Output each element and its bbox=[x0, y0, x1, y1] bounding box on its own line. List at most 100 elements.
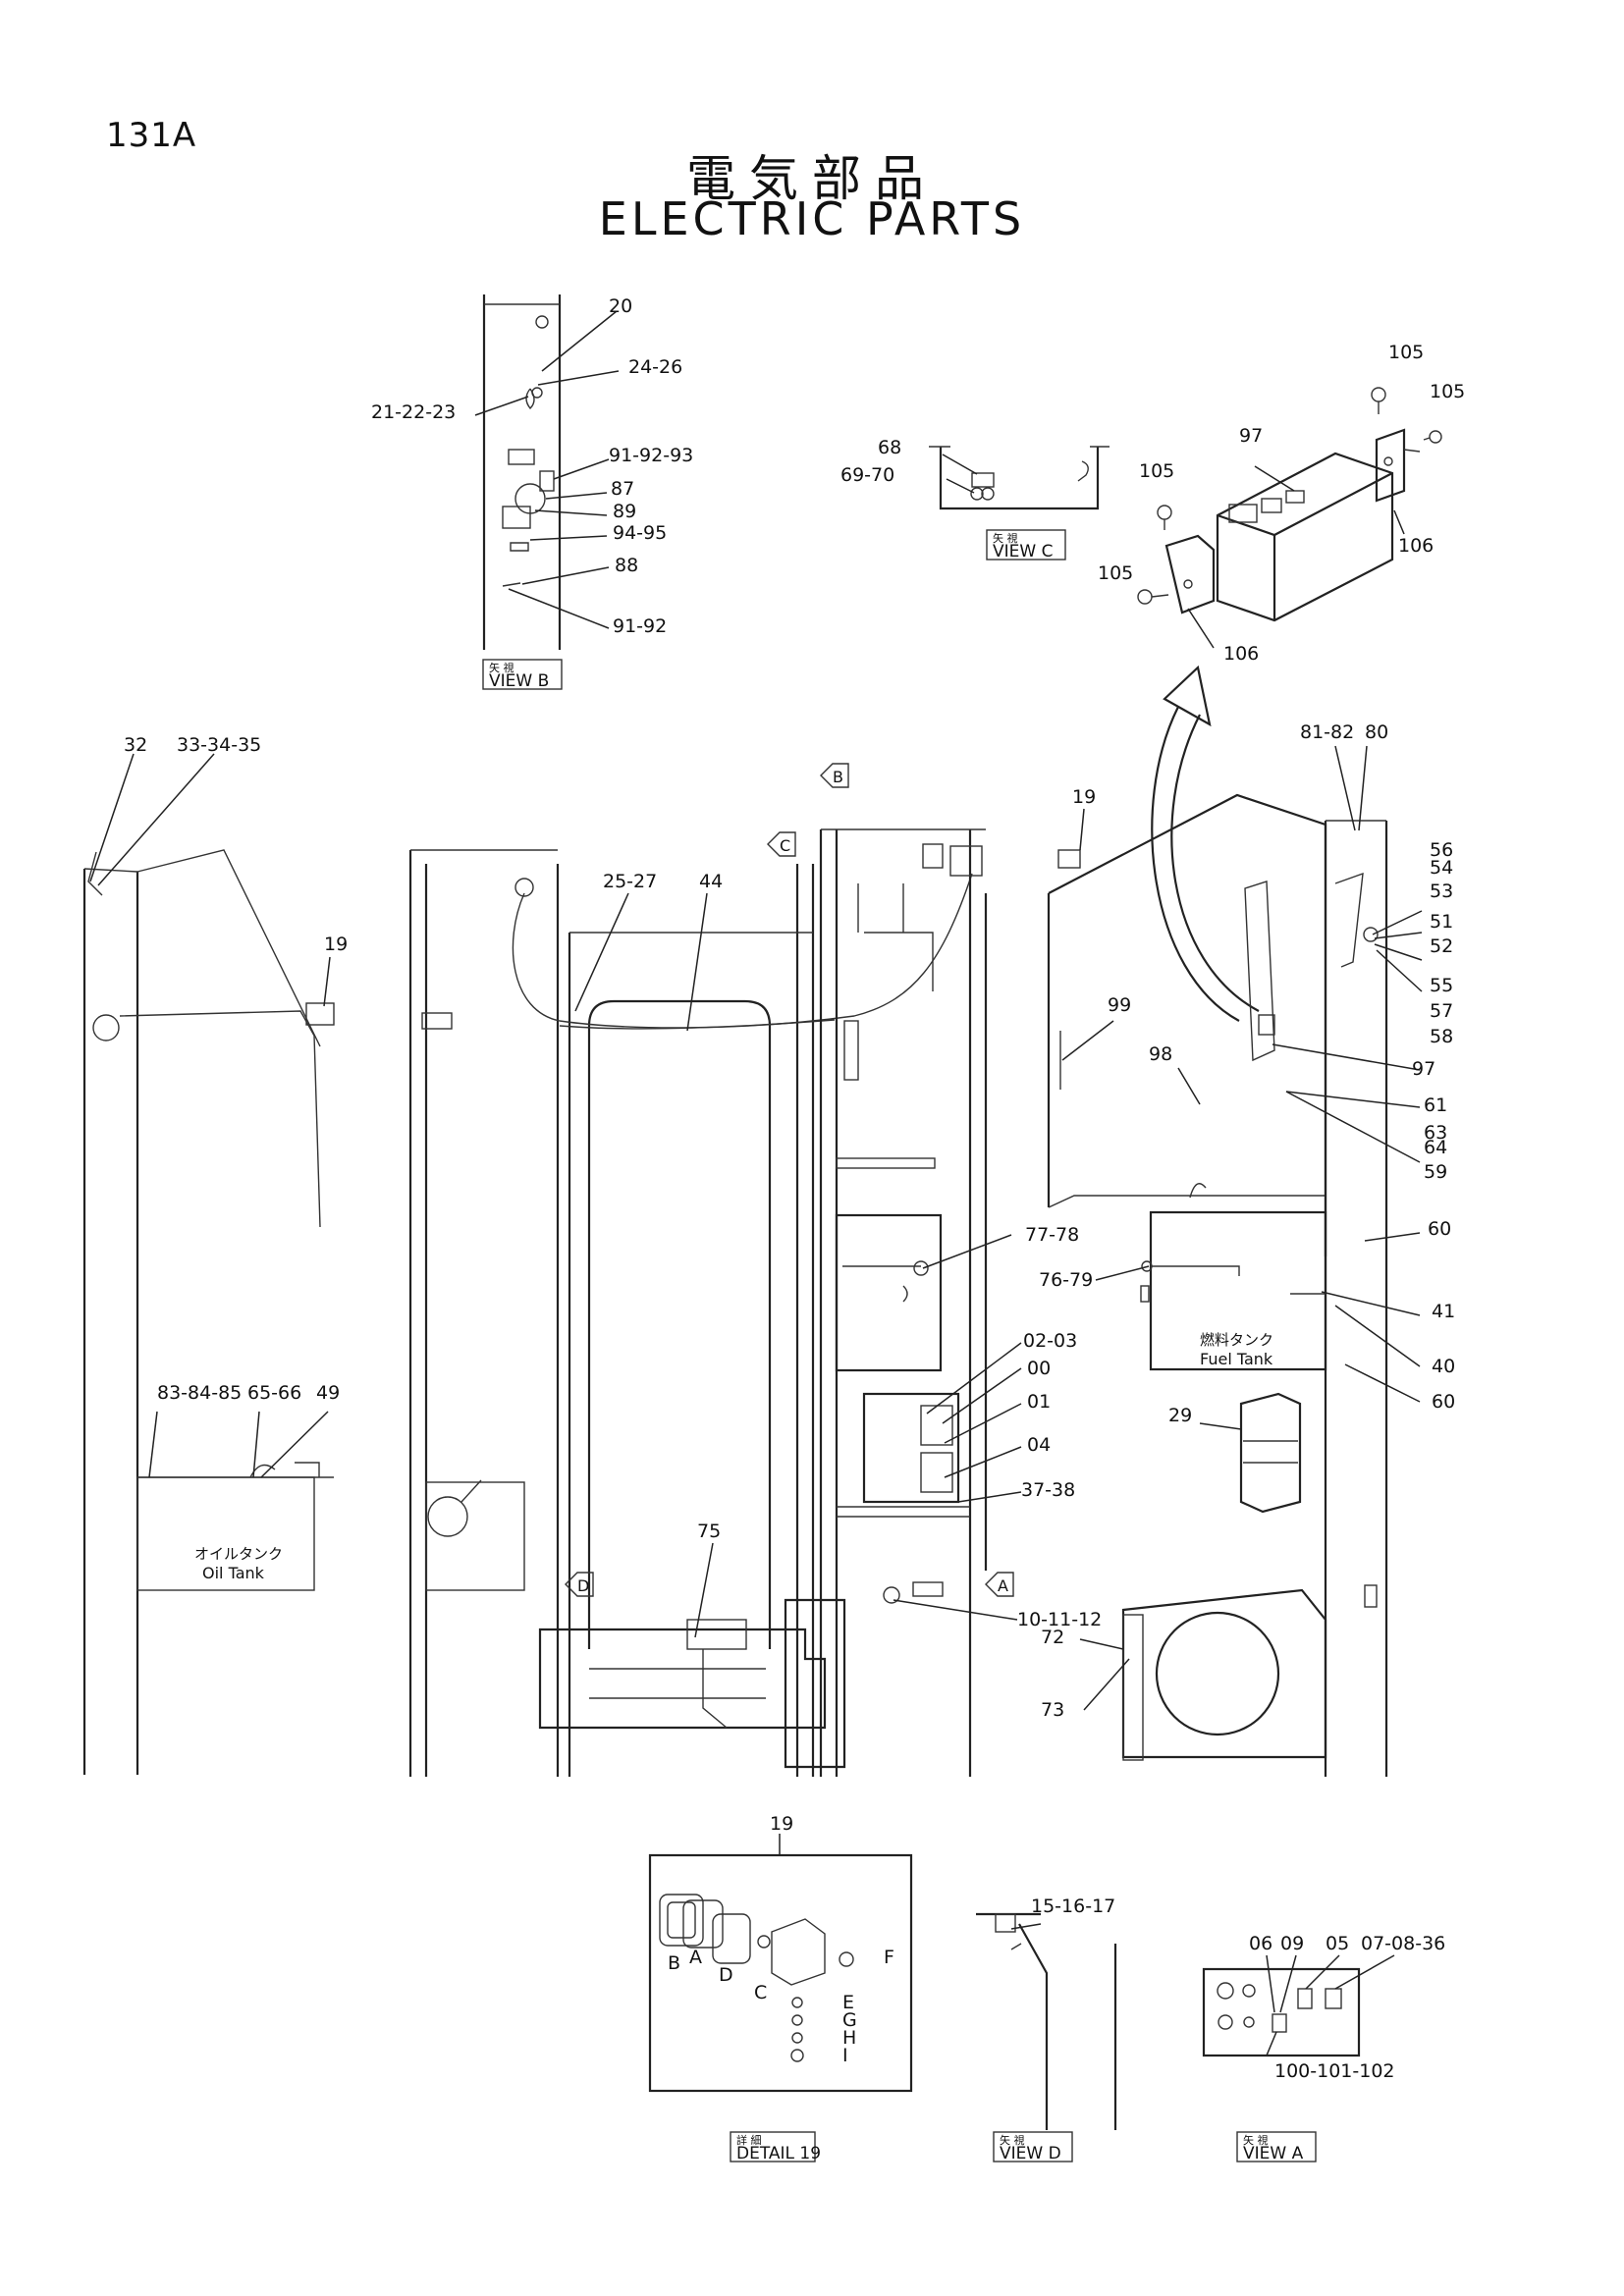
part-callout: 77-78 bbox=[1025, 1224, 1079, 1246]
title-japanese: 電気部品 bbox=[686, 150, 938, 207]
view-d-inset bbox=[976, 1912, 1117, 2130]
part-callout: 72 bbox=[1041, 1627, 1064, 1648]
part-callout: 64 bbox=[1424, 1137, 1447, 1158]
detail-19-letter: I bbox=[842, 2045, 848, 2066]
svg-text:VIEW B: VIEW B bbox=[489, 671, 549, 691]
svg-text:矢 視: 矢 視 bbox=[1243, 2133, 1269, 2147]
part-callout: 25-27 bbox=[603, 871, 657, 892]
part-callout: 56 bbox=[1430, 839, 1453, 861]
part-callout: 33-34-35 bbox=[177, 734, 261, 756]
part-callout: 37-38 bbox=[1021, 1479, 1075, 1501]
part-callout: 83-84-85 bbox=[157, 1382, 242, 1404]
detail-19-letter: C bbox=[754, 1982, 767, 2003]
detail-19-letter: G bbox=[842, 2009, 857, 2031]
controller-box bbox=[1137, 387, 1442, 622]
part-callout: 10-11-12 bbox=[1017, 1609, 1102, 1630]
part-callout: 21-22-23 bbox=[371, 401, 456, 423]
part-callout: 32 bbox=[124, 734, 147, 756]
svg-text:A: A bbox=[998, 1576, 1008, 1595]
title-english: ELECTRIC PARTS bbox=[598, 192, 1026, 245]
view-c-inset bbox=[929, 446, 1110, 510]
part-callout: 44 bbox=[699, 871, 723, 892]
part-callout: 88 bbox=[615, 555, 638, 576]
svg-text:矢 視: 矢 視 bbox=[993, 531, 1018, 545]
part-callout: 19 bbox=[770, 1813, 793, 1835]
view-marker-c: C bbox=[767, 831, 796, 857]
part-callout: 15-16-17 bbox=[1031, 1896, 1115, 1917]
view-tag-b: 矢 視 VIEW B bbox=[482, 659, 563, 691]
part-callout: 09 bbox=[1280, 1933, 1304, 1954]
part-callout: 20 bbox=[609, 295, 632, 317]
left-frame bbox=[82, 849, 335, 1775]
part-callout: 59 bbox=[1424, 1161, 1447, 1183]
main-frame bbox=[408, 849, 973, 1777]
part-callout: 19 bbox=[1072, 786, 1096, 808]
part-callout: 04 bbox=[1027, 1434, 1051, 1456]
tank-label-layer: 燃料タンク Fuel Tank オイルタンク Oil Tank bbox=[194, 1331, 1273, 1582]
view-marker-b: B bbox=[820, 763, 849, 788]
detail-19-letter: F bbox=[884, 1947, 894, 1968]
center-right-frame bbox=[784, 828, 988, 1777]
part-callout: 75 bbox=[697, 1521, 721, 1542]
view-tag-layer: 矢 視 VIEW B 矢 視 VIEW C 詳 細 DETAIL 19 矢 視 … bbox=[482, 529, 1317, 2163]
oil-tank-label-en: Oil Tank bbox=[202, 1564, 265, 1582]
part-callout: 07-08-36 bbox=[1361, 1933, 1445, 1954]
svg-text:C: C bbox=[780, 836, 790, 855]
fuel-tank-label-jp: 燃料タンク bbox=[1200, 1331, 1273, 1349]
view-marker-layer: B C D A bbox=[565, 763, 1014, 1597]
part-callout: 91-92 bbox=[613, 615, 667, 637]
right-frame bbox=[1047, 793, 1388, 1777]
view-tag-detail-19: 詳 細 DETAIL 19 bbox=[730, 2131, 821, 2163]
part-callout: 57 bbox=[1430, 1000, 1453, 1022]
part-callout: 65-66 bbox=[247, 1382, 301, 1404]
part-callout: 97 bbox=[1412, 1058, 1435, 1080]
detail-19-letter: E bbox=[842, 1992, 854, 2013]
part-callout: 105 bbox=[1430, 381, 1465, 402]
part-callout: 58 bbox=[1430, 1026, 1453, 1047]
oil-tank-label-jp: オイルタンク bbox=[194, 1545, 283, 1563]
part-callout: 52 bbox=[1430, 935, 1453, 957]
part-callout: 99 bbox=[1108, 994, 1131, 1016]
view-marker-a: A bbox=[985, 1572, 1014, 1597]
view-tag-c: 矢 視 VIEW C bbox=[986, 529, 1066, 561]
part-callout: 53 bbox=[1430, 881, 1453, 902]
view-b-inset bbox=[482, 294, 562, 650]
part-callout: 106 bbox=[1223, 643, 1259, 665]
part-callout: 87 bbox=[611, 478, 634, 500]
detail-19-letter: D bbox=[719, 1964, 733, 1986]
detail-19-letter: H bbox=[842, 2027, 856, 2049]
view-a-inset bbox=[1202, 1967, 1361, 2057]
part-callout: 19 bbox=[324, 934, 348, 955]
detail-19-letter: B bbox=[668, 1952, 680, 1974]
part-callout: 69-70 bbox=[840, 464, 894, 486]
svg-text:矢 視: 矢 視 bbox=[489, 661, 514, 674]
part-callout: 51 bbox=[1430, 911, 1453, 933]
part-callout: 80 bbox=[1365, 721, 1388, 743]
svg-text:B: B bbox=[833, 768, 843, 786]
part-callout: 68 bbox=[878, 437, 901, 458]
part-callout: 02-03 bbox=[1023, 1330, 1077, 1352]
part-callout: 60 bbox=[1428, 1218, 1451, 1240]
svg-text:VIEW A: VIEW A bbox=[1243, 2144, 1304, 2163]
fuel-tank-label-en: Fuel Tank bbox=[1200, 1350, 1273, 1368]
page-number: 131A bbox=[106, 116, 197, 155]
part-callout: 89 bbox=[613, 501, 636, 522]
part-callout: 94-95 bbox=[613, 522, 667, 544]
view-marker-d: D bbox=[565, 1572, 594, 1597]
part-callout: 29 bbox=[1168, 1405, 1192, 1426]
part-callout: 100-101-102 bbox=[1274, 2060, 1395, 2082]
svg-text:VIEW C: VIEW C bbox=[993, 542, 1053, 561]
part-callout: 54 bbox=[1430, 857, 1453, 879]
part-callout: 98 bbox=[1149, 1043, 1172, 1065]
part-callout: 105 bbox=[1098, 562, 1133, 584]
part-callout: 60 bbox=[1432, 1391, 1455, 1413]
part-callout: 61 bbox=[1424, 1095, 1447, 1116]
svg-text:D: D bbox=[577, 1576, 589, 1595]
svg-text:矢 視: 矢 視 bbox=[1000, 2133, 1025, 2147]
relation-arrow bbox=[1151, 665, 1260, 1022]
part-callout: 73 bbox=[1041, 1699, 1064, 1721]
svg-text:詳 細: 詳 細 bbox=[736, 2133, 762, 2147]
part-callout: 05 bbox=[1326, 1933, 1349, 1954]
